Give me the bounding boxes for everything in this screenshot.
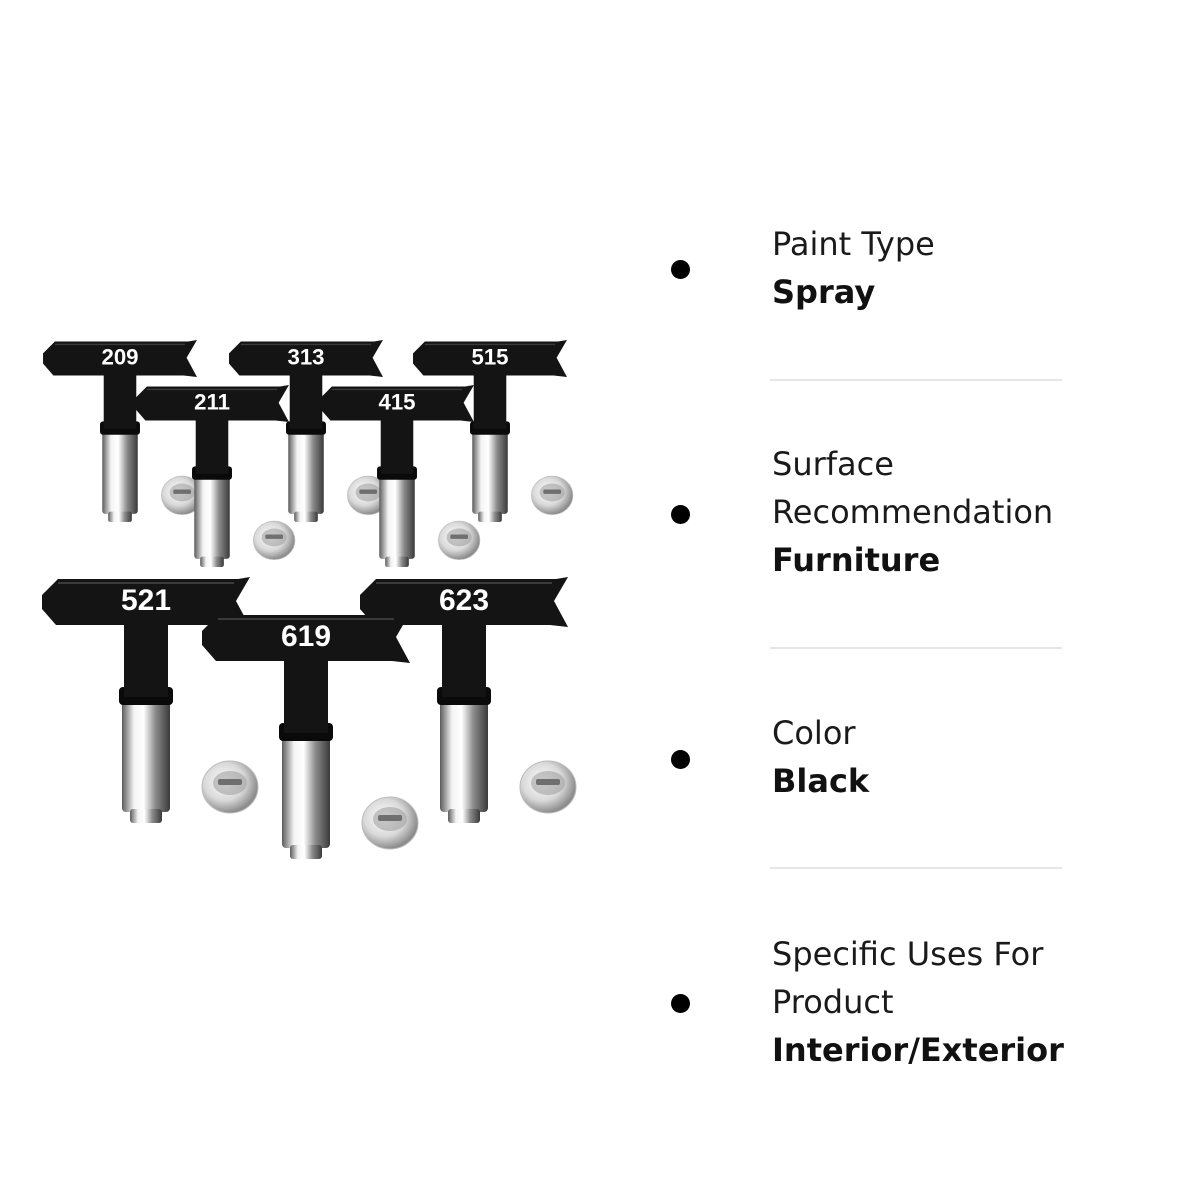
seat-disc (253, 520, 296, 561)
spray-tip: 619 (202, 613, 419, 859)
spray-tip: 415 (320, 385, 481, 568)
tip-number-label: 521 (121, 584, 171, 617)
tip-number-label: 619 (281, 620, 331, 653)
seat-disc (438, 520, 481, 561)
spec-label: Color (772, 714, 856, 752)
spray-tip: 515 (413, 340, 574, 523)
seat-disc (201, 760, 259, 814)
tip-number-label: 623 (439, 584, 489, 617)
seat-disc (361, 796, 419, 850)
bullet-icon (671, 750, 690, 769)
seat-disc (161, 475, 204, 516)
divider (770, 867, 1062, 869)
divider (770, 647, 1062, 649)
bullet-icon (671, 505, 690, 524)
tip-number-label: 313 (287, 344, 324, 369)
tip-number-label: 209 (101, 344, 138, 369)
seat-disc (531, 475, 574, 516)
spec-label: Surface Recommendation (772, 445, 1054, 531)
spray-tip: 521 (42, 577, 259, 823)
spec-value: Furniture (772, 541, 941, 579)
bullet-icon (671, 260, 690, 279)
spec-value: Spray (772, 273, 876, 311)
spec-label: Specific Uses For Product (772, 935, 1044, 1021)
seat-disc (347, 475, 390, 516)
spec-label: Paint Type (772, 225, 935, 263)
spray-tip: 211 (135, 385, 296, 568)
spray-tip: 209 (43, 340, 204, 523)
spec-value: Black (772, 762, 870, 800)
divider (770, 379, 1062, 381)
tip-number-label: 415 (378, 389, 415, 414)
spray-tips-illustration: 209 313 515 211 415 521 623 619 (42, 340, 577, 859)
spray-tip: 623 (360, 577, 577, 823)
spec-value: Interior/Exterior (772, 1031, 1064, 1069)
seat-disc (519, 760, 577, 814)
spray-tip: 313 (229, 340, 390, 523)
tip-number-label: 515 (471, 344, 508, 369)
bullet-icon (671, 994, 690, 1013)
tip-number-label: 211 (194, 389, 230, 414)
